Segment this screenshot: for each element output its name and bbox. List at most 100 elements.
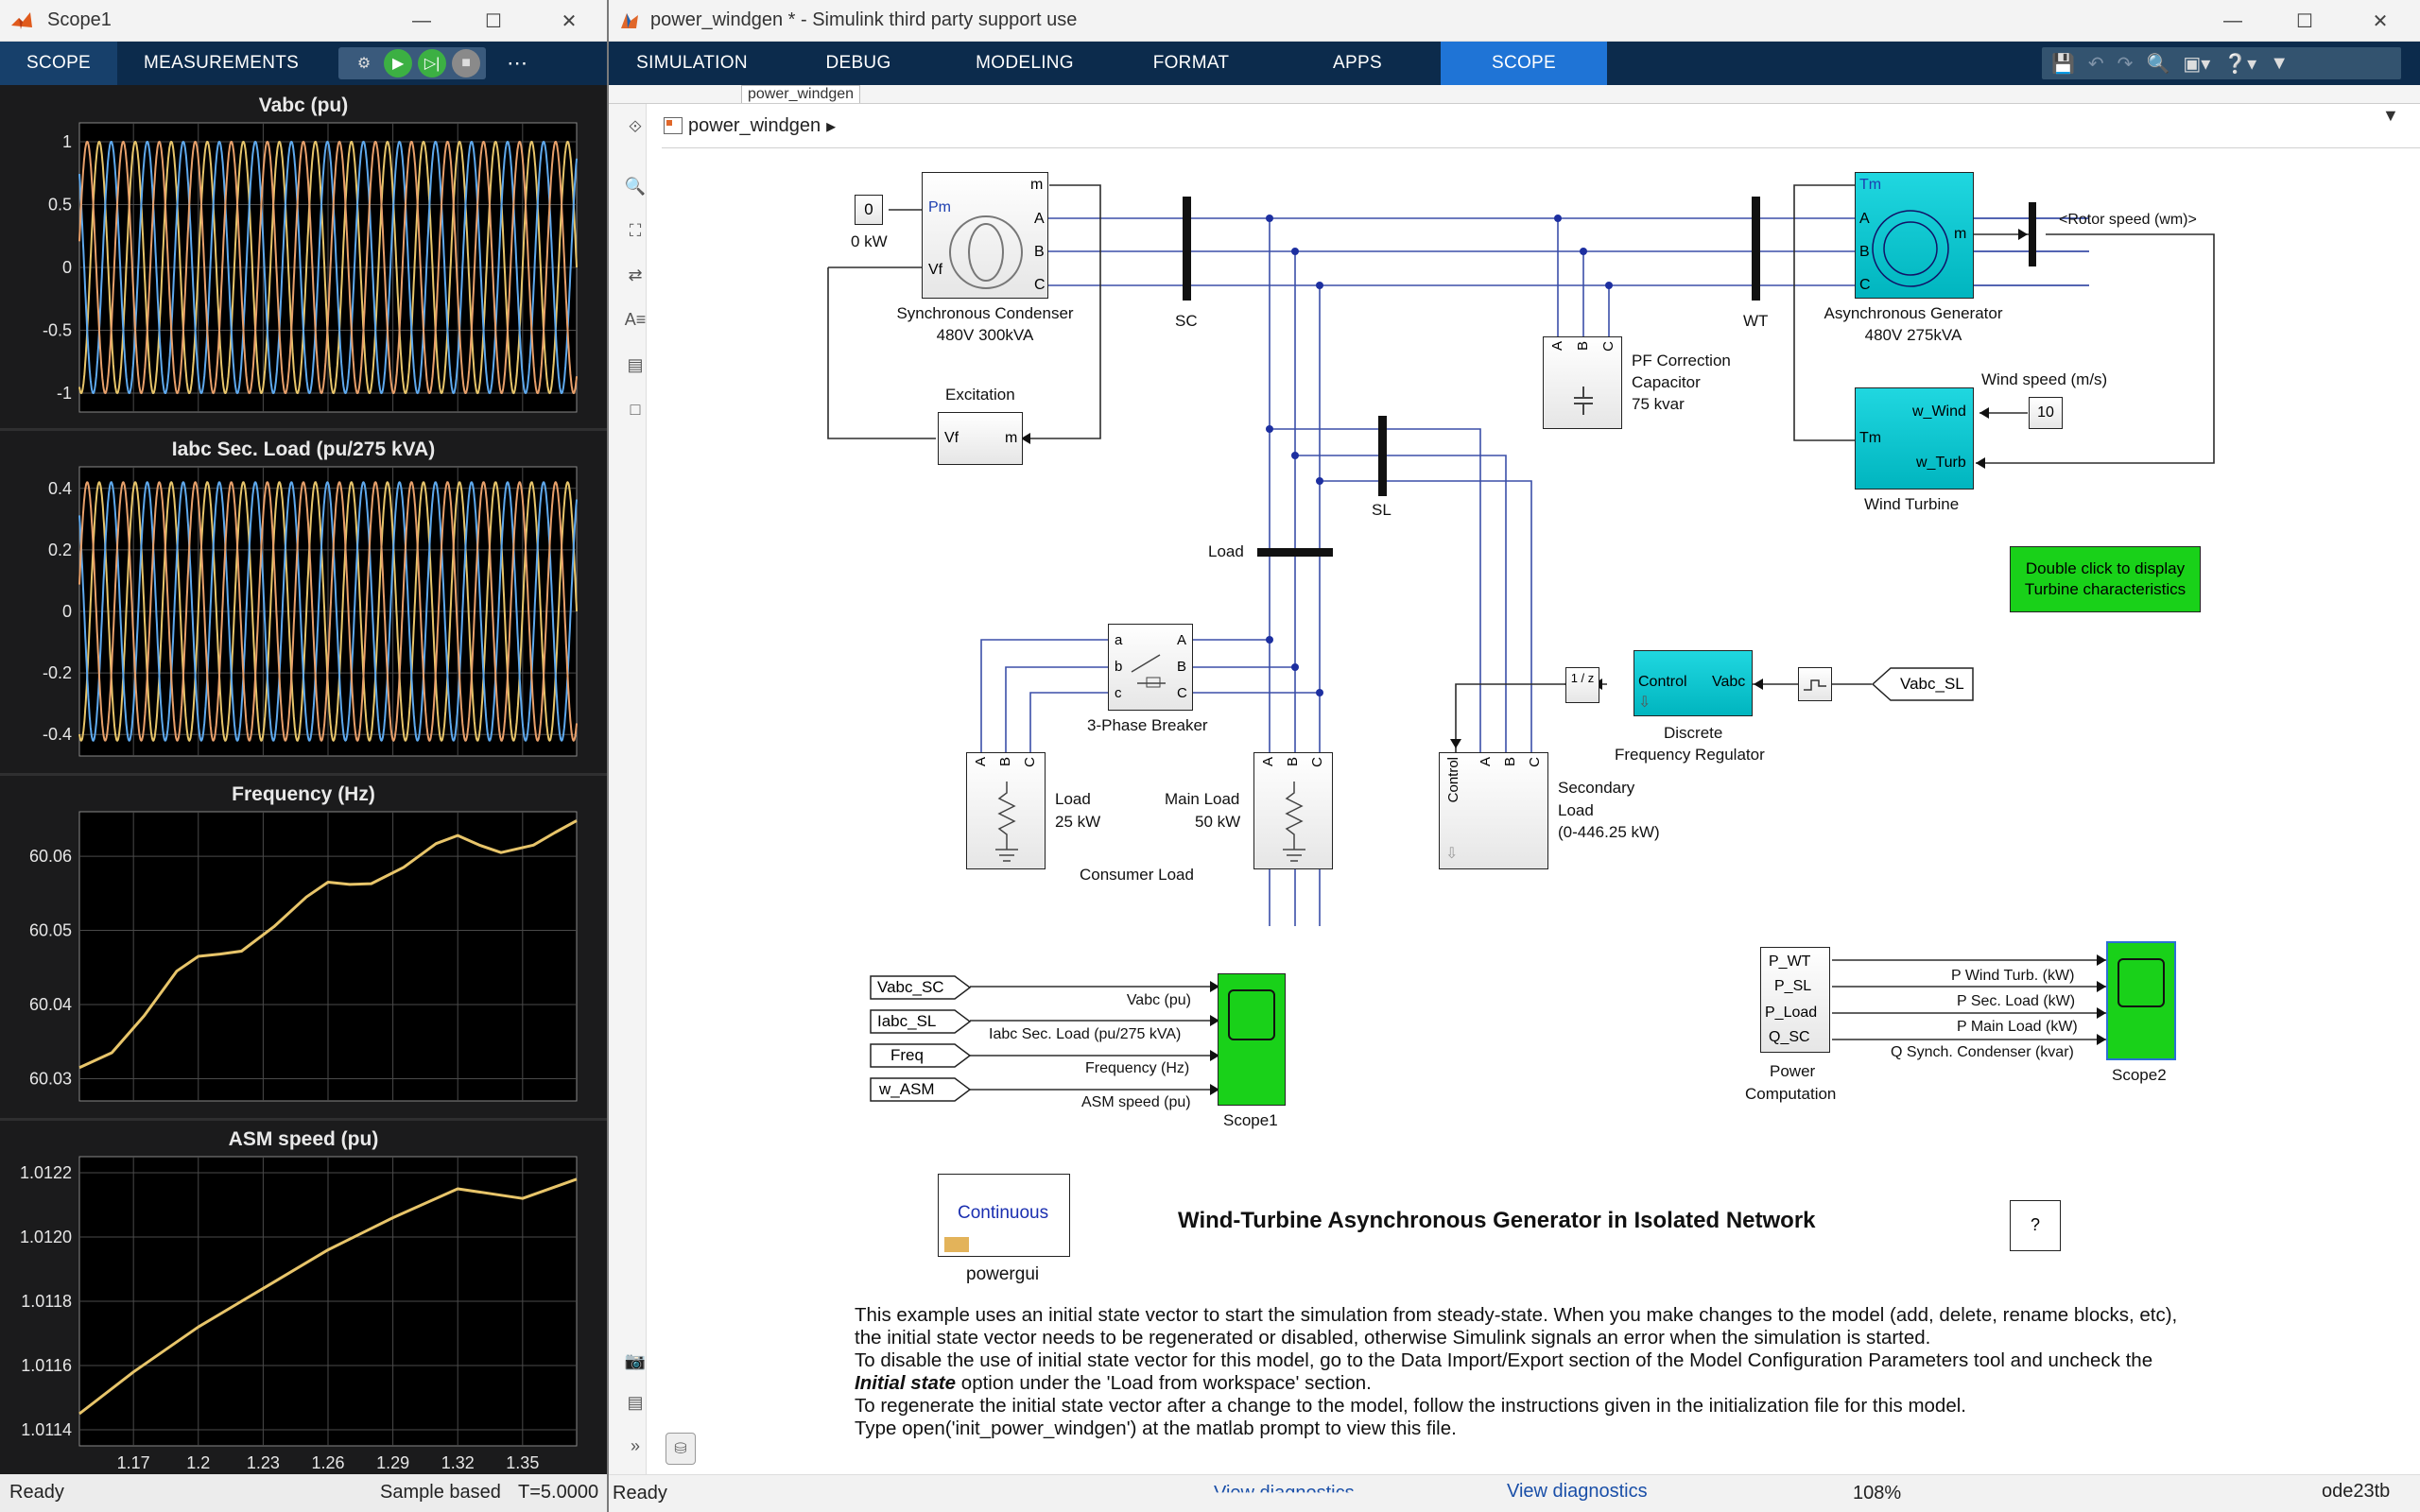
freq-reg-name2: Frequency Regulator: [1615, 746, 1765, 764]
redo-icon[interactable]: ↷: [2117, 53, 2134, 75]
hide-browser-icon[interactable]: ⟐: [628, 116, 643, 136]
port-b: B: [1859, 244, 1870, 260]
mask-arrow-icon: ⇩: [1445, 846, 1459, 862]
load-25kw-block[interactable]: A B C: [966, 752, 1046, 869]
tab-measurements[interactable]: MEASUREMENTS: [144, 53, 300, 73]
minimize-icon[interactable]: —: [412, 9, 431, 31]
wind-speed-constant[interactable]: 10: [2029, 397, 2063, 429]
collapse-ribbon-icon[interactable]: ▼: [2270, 52, 2290, 74]
expand-palette-icon[interactable]: »: [630, 1435, 640, 1455]
port-vabc: Vabc: [1712, 674, 1746, 690]
breadcrumb[interactable]: power_windgen ▸: [664, 112, 836, 140]
scope-titlebar: Scope1 — ☐ ✕: [0, 0, 607, 42]
maximize-icon[interactable]: ☐: [485, 10, 502, 32]
machine-icon: [949, 215, 1023, 289]
sync-cond-name: Synchronous Condenser: [896, 304, 1074, 322]
stop-icon[interactable]: ■: [452, 49, 481, 77]
close-icon[interactable]: ✕: [2372, 10, 2389, 32]
x-tick-label: 1.23: [247, 1453, 280, 1472]
frequency-regulator-block[interactable]: Control Vabc ⇩: [1634, 650, 1753, 716]
wind-turbine-block[interactable]: w_Wind Tm w_Turb: [1855, 387, 1974, 490]
mask-arrow-icon: ⇩: [1638, 695, 1651, 711]
scope1-block[interactable]: [1218, 973, 1286, 1106]
tab-simulation[interactable]: SIMULATION: [636, 53, 748, 73]
breadcrumb-label: power_windgen: [688, 114, 821, 136]
zoom-icon[interactable]: 🔍: [624, 176, 647, 196]
maximize-icon[interactable]: ☐: [2296, 10, 2313, 32]
description-line-1: This example uses an initial state vecto…: [855, 1304, 2178, 1326]
description-line-6: Type open('init_power_windgen') at the m…: [855, 1418, 1457, 1439]
port-c: C: [1859, 277, 1871, 293]
annotation-icon[interactable]: A≡: [624, 309, 647, 329]
excitation-block[interactable]: Vf m: [938, 412, 1023, 465]
port-pm: Pm: [928, 199, 951, 215]
window-splitter[interactable]: [607, 0, 609, 1512]
tab-modeling[interactable]: MODELING: [976, 53, 1074, 73]
signal-arrows-icon[interactable]: ⇄: [628, 265, 643, 284]
view-diagnostics-link[interactable]: View diagnostics: [1507, 1481, 1648, 1502]
model-icon: [664, 117, 683, 134]
fit-view-icon[interactable]: ⛶: [629, 220, 642, 240]
tab-scope[interactable]: SCOPE: [0, 42, 118, 85]
area-icon[interactable]: □: [630, 399, 641, 419]
scope2-block[interactable]: [2106, 941, 2176, 1060]
goto-vabc-sc[interactable]: Vabc_SC: [870, 975, 972, 1000]
undo-icon[interactable]: ↶: [2087, 53, 2104, 75]
pf-capacitor-block[interactable]: A B C: [1543, 336, 1622, 429]
sync-cond-rating: 480V 300kVA: [936, 326, 1034, 344]
power-computation-block[interactable]: P_WT P_SL P_Load Q_SC: [1760, 947, 1830, 1053]
search-icon[interactable]: 🔍: [2146, 53, 2170, 75]
minimize-icon[interactable]: —: [2223, 9, 2242, 31]
goto-label: Iabc_SL: [877, 1012, 937, 1030]
consumer-load-label: Consumer Load: [1080, 866, 1194, 884]
goto-freq[interactable]: Freq: [870, 1043, 972, 1068]
from-vabc-sl-tag[interactable]: Vabc_SL: [1872, 667, 1974, 701]
tab-apps[interactable]: APPS: [1333, 53, 1382, 73]
main-load-block[interactable]: A B C: [1253, 752, 1333, 869]
series-line-1: [78, 140, 578, 395]
goto-w-asm[interactable]: w_ASM: [870, 1077, 972, 1102]
screenshot-icon[interactable]: ▣▾: [2183, 53, 2211, 75]
tab-format[interactable]: FORMAT: [1152, 53, 1230, 73]
model-data-icon[interactable]: ⛁: [666, 1433, 696, 1465]
y-tick-label: 1.0118: [21, 1292, 72, 1311]
run-icon[interactable]: ▶: [384, 49, 413, 77]
save-icon[interactable]: 💾: [2051, 53, 2075, 75]
turbine-characteristics-button[interactable]: Double click to display Turbine characte…: [2010, 546, 2201, 612]
model-tab[interactable]: power_windgen: [741, 85, 861, 103]
settings-icon[interactable]: ⚙: [356, 56, 372, 72]
tab-debug[interactable]: DEBUG: [825, 53, 891, 73]
scroll-down-icon[interactable]: ▼: [2382, 106, 2399, 125]
axes-divider: [0, 773, 607, 776]
pf-cap-name2: Capacitor: [1632, 373, 1701, 391]
three-phase-breaker-block[interactable]: a b c A B C: [1108, 624, 1193, 711]
unit-delay-block[interactable]: 1 / z: [1565, 667, 1599, 703]
tab-scope-sim[interactable]: SCOPE: [1441, 42, 1607, 85]
powergui-block[interactable]: Continuous: [938, 1174, 1070, 1257]
capacitor-icon: [1574, 387, 1593, 415]
asynchronous-generator-block[interactable]: Tm A B C m: [1855, 172, 1974, 299]
zero-order-hold-block[interactable]: [1798, 667, 1832, 701]
solver-name[interactable]: ode23tb: [2322, 1481, 2391, 1502]
camera-icon[interactable]: 📷: [624, 1350, 647, 1370]
constant-zero-block[interactable]: 0: [855, 195, 883, 225]
goto-iabc-sl[interactable]: Iabc_SL: [870, 1009, 972, 1034]
model-title: Wind-Turbine Asynchronous Generator in I…: [1178, 1208, 1816, 1233]
more-options-icon[interactable]: ⋯: [507, 51, 528, 75]
signal-label-iabc: Iabc Sec. Load (pu/275 kVA): [989, 1026, 1182, 1042]
help-block[interactable]: ?: [2010, 1200, 2061, 1251]
x-tick-label: 1.35: [506, 1453, 539, 1472]
image-icon[interactable]: ▤: [627, 354, 644, 374]
step-forward-icon[interactable]: ▷|: [418, 49, 447, 77]
secondary-load-block[interactable]: Control A B C ⇩: [1439, 752, 1548, 869]
description-line-4-text: option under the 'Load from workspace' s…: [960, 1372, 1372, 1394]
synchronous-condenser-block[interactable]: Pm Vf m A B C: [922, 172, 1048, 299]
async-gen-name: Asynchronous Generator: [1824, 304, 2003, 322]
load25-name: Load: [1055, 790, 1091, 808]
property-inspector-icon[interactable]: ▤: [627, 1392, 644, 1412]
help-icon[interactable]: ❔▾: [2223, 53, 2257, 75]
scope-window: Scope1 — ☐ ✕ SCOPE MEASUREMENTS ⚙ ▶ ▷| ■…: [0, 0, 607, 1512]
view-diagnostics-link-hidden[interactable]: View diagnostics: [1214, 1483, 1355, 1503]
scope-plots[interactable]: 10.50-0.5-10.40.20-0.2-0.460.0660.0560.0…: [0, 0, 607, 1512]
close-icon[interactable]: ✕: [561, 10, 578, 32]
